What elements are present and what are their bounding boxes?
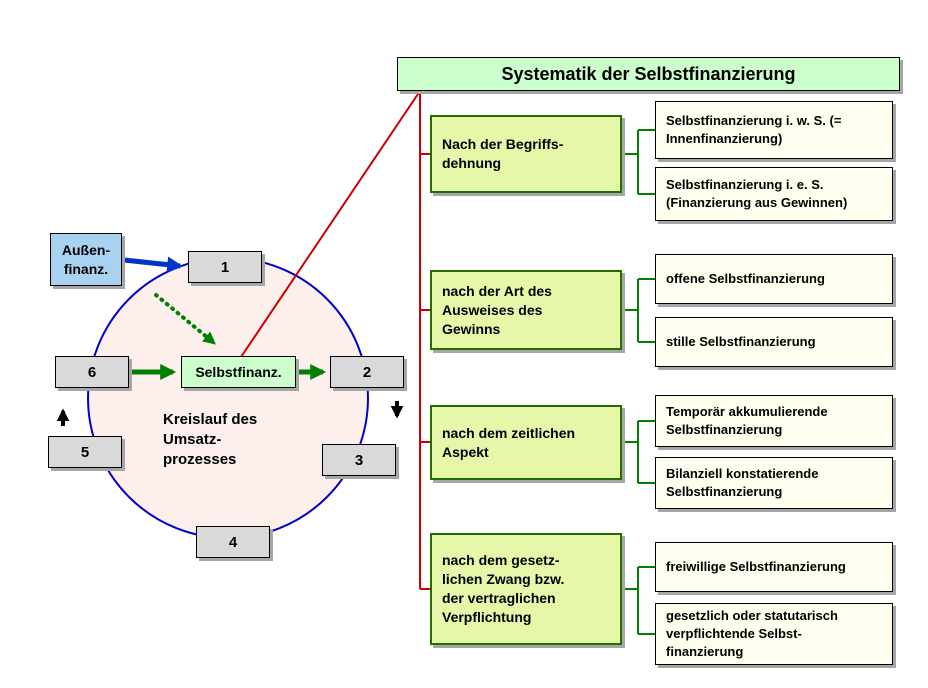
aussen-to-1-arrow [123,256,184,273]
page-title: Systematik der Selbstfinanzierung [397,57,900,91]
category-box-gesetzlicher-zwang: nach dem gesetz- lichen Zwang bzw. der v… [430,533,622,645]
bracket-2 [622,278,655,343]
leaf-box-stille: stille Selbstfinanzierung [655,317,893,367]
cycle-node-4: 4 [196,526,270,558]
dashed-green-arrow [154,293,216,345]
leaf-box-ies: Selbstfinanzierung i. e. S. (Finanzierun… [655,167,893,221]
cycle-node-6: 6 [55,356,129,388]
red-diagonal-line [240,90,421,358]
aussenfinanzierung-box: Außen- finanz. [50,233,122,286]
selbstfinanzierung-box: Selbstfinanz. [181,356,296,388]
leaf-box-offene: offene Selbstfinanzierung [655,254,893,304]
category-box-begriffsdehnung: Nach der Begriffs- dehnung [430,115,622,193]
leaf-box-freiwillige: freiwillige Selbstfinanzierung [655,542,893,592]
cycle-node-3: 3 [322,444,396,476]
category-box-ausweis-gewinn: nach der Art des Ausweises des Gewinns [430,270,622,350]
bracket-3 [622,420,655,484]
bracket-4 [622,566,655,635]
cycle-circle [87,257,369,539]
leaf-box-iws: Selbstfinanzierung i. w. S. (= Innenfina… [655,101,893,159]
bracket-1 [622,129,655,195]
cycle-node-2: 2 [330,356,404,388]
cycle-node-5: 5 [48,436,122,468]
red-tree-line [419,91,430,590]
leaf-box-bilanziell: Bilanziell konstatierende Selbstfinanzie… [655,457,893,509]
category-box-zeitlicher-aspekt: nach dem zeitlichen Aspekt [430,405,622,480]
leaf-box-verpflichtende: gesetzlich oder statutarisch verpflichte… [655,603,893,665]
cycle-node-1: 1 [188,251,262,283]
cycle-caption: Kreislauf des Umsatz- prozesses [163,411,258,468]
leaf-box-temporaer: Temporär akkumulierende Selbstfinanzieru… [655,395,893,447]
